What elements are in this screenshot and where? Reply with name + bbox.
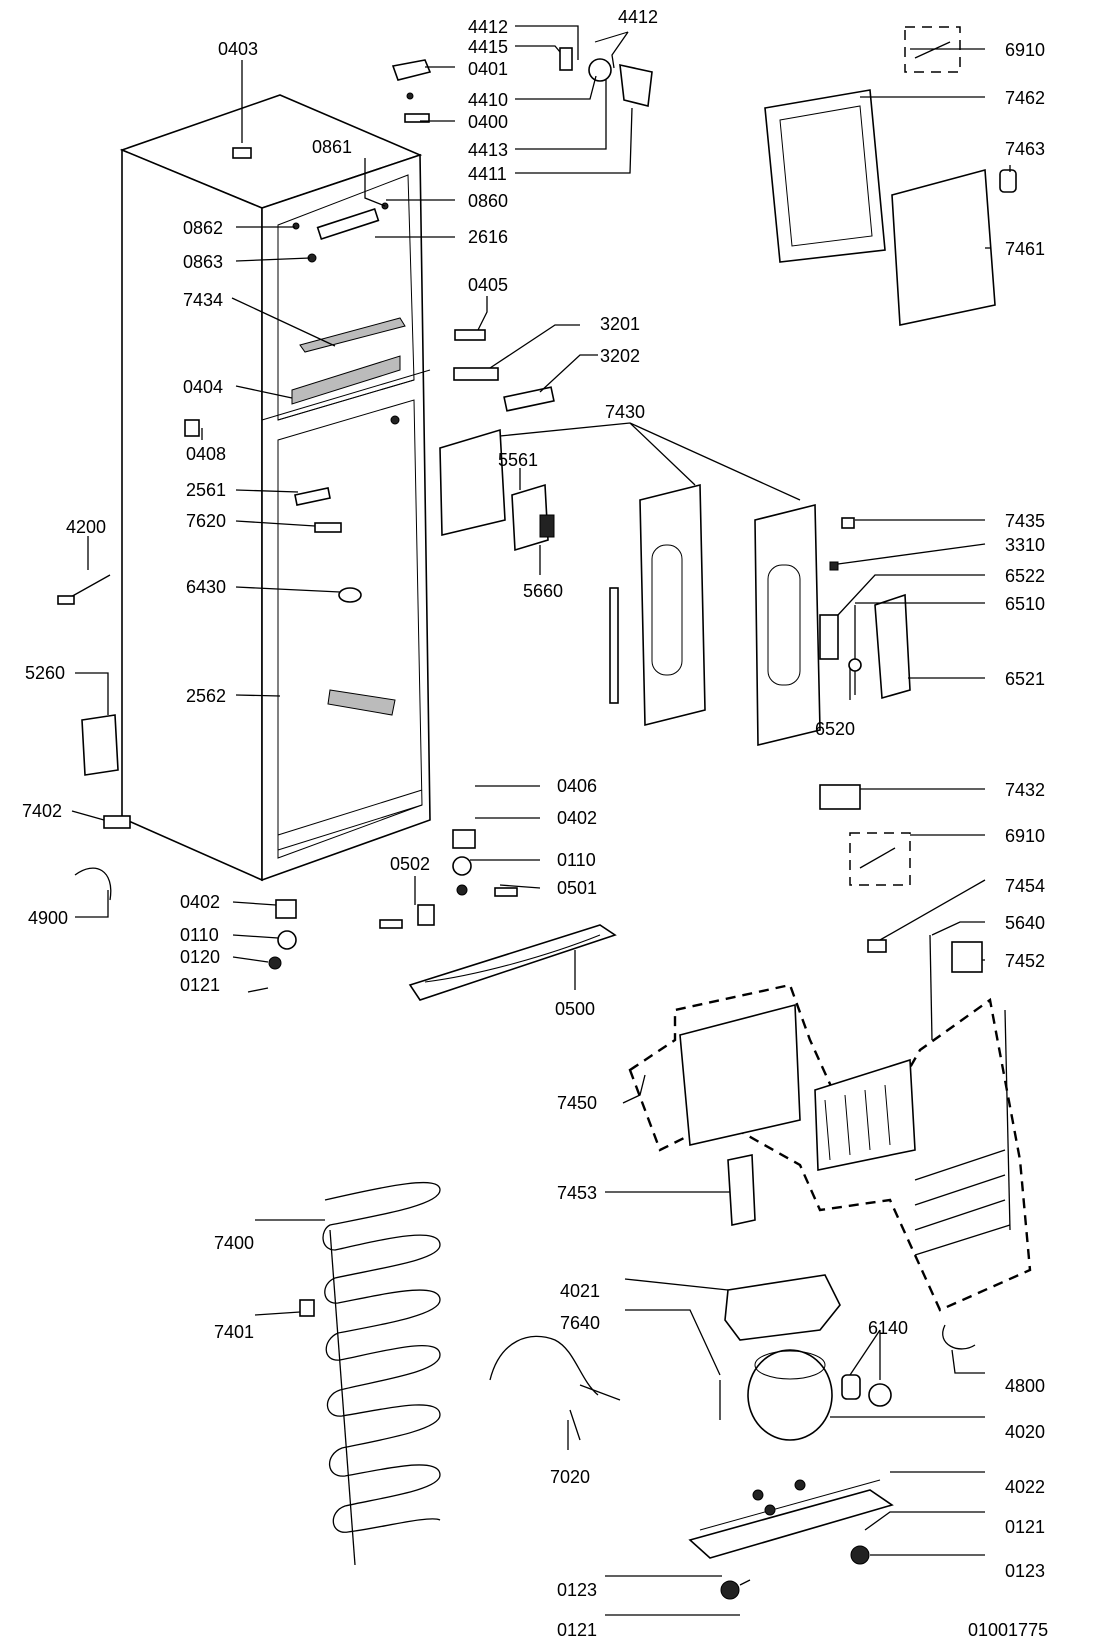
label-0123-b: 0123 (1005, 1561, 1045, 1581)
label-7450: 7450 (557, 1093, 597, 1113)
top-hinge-assembly (559, 31, 653, 107)
label-0121-a: 0121 (180, 975, 220, 995)
compressor-assembly (489, 1274, 976, 1600)
evaporator-region (628, 934, 1032, 1312)
label-7454: 7454 (1005, 876, 1045, 896)
label-4413: 4413 (468, 140, 508, 160)
label-0862: 0862 (183, 218, 223, 238)
label-0861: 0861 (312, 137, 352, 157)
label-3201: 3201 (600, 314, 640, 334)
label-4200: 4200 (66, 517, 106, 537)
label-7453: 7453 (557, 1183, 597, 1203)
label-2562: 2562 (186, 686, 226, 706)
label-0408: 0408 (186, 444, 226, 464)
label-0120: 0120 (180, 947, 220, 967)
label-2616: 2616 (468, 227, 508, 247)
label-5640: 5640 (1005, 913, 1045, 933)
label-0110-a: 0110 (557, 850, 596, 870)
label-0402-b: 0402 (180, 892, 220, 912)
label-2561: 2561 (186, 480, 226, 500)
label-6430: 6430 (186, 577, 226, 597)
label-7640: 7640 (560, 1313, 600, 1333)
label-7400: 7400 (214, 1233, 254, 1253)
label-4415: 4415 (468, 37, 508, 57)
control-panel-assembly (764, 26, 1017, 326)
label-0863: 0863 (183, 252, 223, 272)
label-4020: 4020 (1005, 1422, 1045, 1442)
label-0402-a: 0402 (557, 808, 597, 828)
bottom-hinge-parts (247, 829, 617, 1001)
label-0403: 0403 (218, 39, 258, 59)
label-7463: 7463 (1005, 139, 1045, 159)
refrigerator-cabinet (119, 94, 431, 882)
label-5561: 5561 (498, 450, 538, 470)
label-0860: 0860 (468, 191, 508, 211)
label-7402: 7402 (22, 801, 62, 821)
side-components (57, 574, 911, 901)
label-3310: 3310 (1005, 535, 1045, 555)
label-0404: 0404 (183, 377, 223, 397)
label-6140: 6140 (868, 1318, 908, 1338)
label-5260: 5260 (25, 663, 65, 683)
label-4411: 4411 (468, 164, 507, 184)
label-7435: 7435 (1005, 511, 1045, 531)
label-6910-a: 6910 (1005, 40, 1045, 60)
label-7432: 7432 (1005, 780, 1045, 800)
label-4410: 4410 (468, 90, 508, 110)
label-4900: 4900 (28, 908, 68, 928)
label-7430: 7430 (605, 402, 645, 422)
label-4800: 4800 (1005, 1376, 1045, 1396)
label-4021: 4021 (560, 1281, 600, 1301)
label-0406: 0406 (557, 776, 597, 796)
label-6522: 6522 (1005, 566, 1045, 586)
label-7461: 7461 (1005, 239, 1045, 259)
label-6521: 6521 (1005, 669, 1045, 689)
drawing-number: 01001775 (968, 1620, 1048, 1640)
label-7620: 7620 (186, 511, 226, 531)
label-0121-c: 0121 (557, 1620, 597, 1640)
label-4412-b: 4412 (618, 7, 658, 27)
label-3202: 3202 (600, 346, 640, 366)
label-4412-a: 4412 (468, 17, 508, 37)
label-0405: 0405 (468, 275, 508, 295)
small-parts-left (184, 59, 555, 437)
label-0121-b: 0121 (1005, 1517, 1045, 1537)
label-6520: 6520 (815, 719, 855, 739)
label-0123-a: 0123 (557, 1580, 597, 1600)
label-0501: 0501 (557, 878, 597, 898)
label-7434: 7434 (183, 290, 223, 310)
condenser-coil (299, 1181, 441, 1566)
label-0401: 0401 (468, 59, 508, 79)
label-0110-b: 0110 (180, 925, 219, 945)
label-7401: 7401 (214, 1322, 254, 1342)
label-4022: 4022 (1005, 1477, 1045, 1497)
leader-lines (71, 25, 1011, 1616)
air-duct-parts (439, 428, 911, 747)
label-7452: 7452 (1005, 951, 1045, 971)
label-7020: 7020 (550, 1467, 590, 1487)
label-0500: 0500 (555, 999, 595, 1019)
label-0502: 0502 (390, 854, 430, 874)
label-5660: 5660 (523, 581, 563, 601)
label-7462: 7462 (1005, 88, 1045, 108)
label-6510: 6510 (1005, 594, 1045, 614)
label-0400: 0400 (468, 112, 508, 132)
part-labels: 0403 4412 4412 4415 0401 4410 0400 4413 … (22, 7, 1048, 1640)
label-6910-b: 6910 (1005, 826, 1045, 846)
